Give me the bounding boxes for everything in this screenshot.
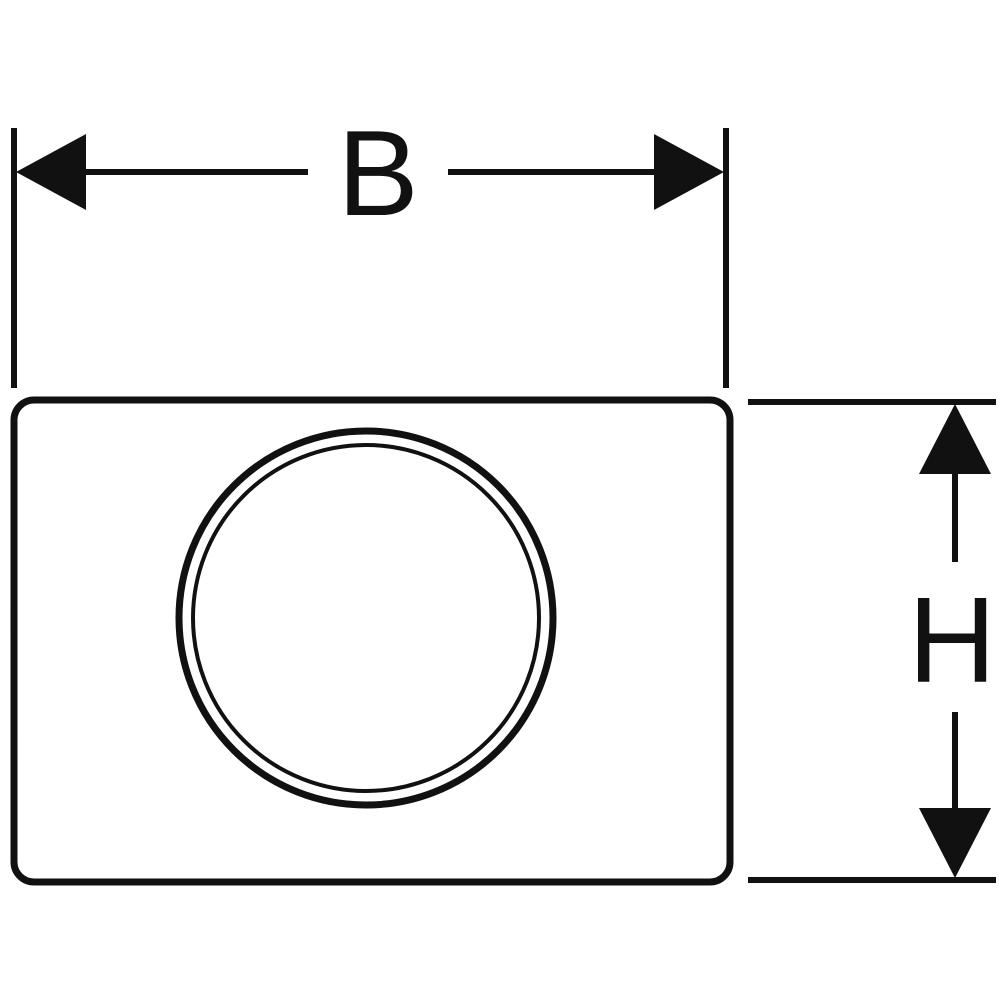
- width-dimension-label: B: [337, 105, 418, 241]
- flush-plate-outline: [10, 396, 734, 886]
- height-arrowhead-up-icon: [919, 404, 991, 474]
- height-dimension-label: H: [908, 572, 996, 708]
- height-dimension: H: [748, 399, 996, 883]
- width-arrowhead-right-icon: [654, 134, 724, 210]
- button-ring-inner: [191, 443, 541, 793]
- button-ring-outer: [175, 427, 557, 809]
- flush-plate: [10, 396, 734, 886]
- height-arrowhead-down-icon: [919, 808, 991, 878]
- width-arrowhead-left-icon: [16, 134, 86, 210]
- width-dimension: B: [11, 105, 729, 388]
- drawing-root: B H: [10, 105, 996, 886]
